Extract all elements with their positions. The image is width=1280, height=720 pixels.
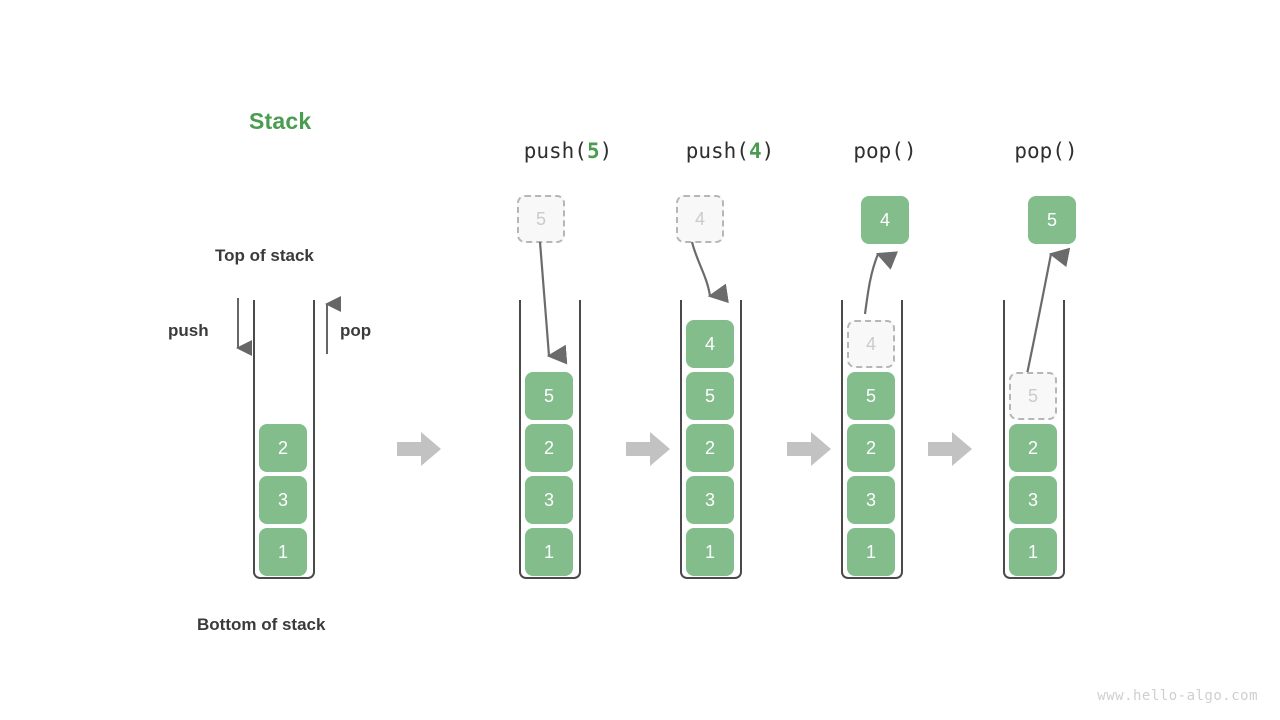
flow-arrow-icon bbox=[928, 432, 972, 466]
op-label-push-5: push(5) bbox=[488, 139, 648, 163]
stack-container bbox=[519, 300, 581, 579]
stack-cell: 2 bbox=[259, 424, 307, 472]
push-motion-arrow bbox=[690, 241, 729, 304]
op-text: pop( bbox=[1014, 139, 1065, 163]
incoming-ghost-cell: 5 bbox=[517, 195, 565, 243]
label-top-of-stack: Top of stack bbox=[215, 246, 314, 265]
stack-cell: 1 bbox=[1009, 528, 1057, 576]
vacated-ghost-cell: 4 bbox=[847, 320, 895, 368]
stack-cell: 3 bbox=[525, 476, 573, 524]
stack-cell: 1 bbox=[847, 528, 895, 576]
popped-cell: 4 bbox=[861, 196, 909, 244]
flow-arrow-icon bbox=[397, 432, 441, 466]
stack-cell: 2 bbox=[525, 424, 573, 472]
stack-cell: 3 bbox=[847, 476, 895, 524]
stack-cell: 4 bbox=[686, 320, 734, 368]
stack-container bbox=[680, 300, 742, 579]
op-text: ) bbox=[903, 139, 917, 163]
stack-cell: 3 bbox=[259, 476, 307, 524]
flow-arrow-icon bbox=[626, 432, 670, 466]
stack-cell: 2 bbox=[1009, 424, 1057, 472]
flow-arrow-icon bbox=[787, 432, 831, 466]
stack-container bbox=[841, 300, 903, 579]
page-title: Stack bbox=[249, 108, 312, 134]
op-text: pop( bbox=[853, 139, 904, 163]
op-text: ) bbox=[761, 139, 775, 163]
stack-cell: 1 bbox=[525, 528, 573, 576]
pop-motion-arrow bbox=[1025, 247, 1071, 375]
popped-cell: 5 bbox=[1028, 196, 1076, 244]
vacated-ghost-cell: 5 bbox=[1009, 372, 1057, 420]
stack-container bbox=[1003, 300, 1065, 579]
label-pop: pop bbox=[340, 321, 372, 340]
stack-cell: 3 bbox=[1009, 476, 1057, 524]
op-arg: 5 bbox=[586, 139, 600, 163]
stack-container bbox=[253, 300, 315, 579]
stack-cell: 5 bbox=[525, 372, 573, 420]
label-bottom-of-stack: Bottom of stack bbox=[197, 615, 326, 634]
op-label-pop-2: pop() bbox=[971, 139, 1121, 163]
op-text: ) bbox=[599, 139, 613, 163]
op-arg: 4 bbox=[748, 139, 762, 163]
op-text: ) bbox=[1064, 139, 1078, 163]
op-text: push( bbox=[523, 139, 587, 163]
stack-cell: 2 bbox=[847, 424, 895, 472]
pop-motion-arrow bbox=[863, 251, 899, 315]
op-label-pop-1: pop() bbox=[810, 139, 960, 163]
stack-cell: 5 bbox=[847, 372, 895, 420]
push-pop-arrows bbox=[236, 296, 341, 356]
stack-cell: 1 bbox=[686, 528, 734, 576]
incoming-ghost-cell: 4 bbox=[676, 195, 724, 243]
watermark: www.hello-algo.com bbox=[1097, 688, 1258, 704]
op-text: push( bbox=[685, 139, 749, 163]
push-motion-arrow bbox=[538, 241, 568, 365]
stack-cell: 3 bbox=[686, 476, 734, 524]
stack-cell: 1 bbox=[259, 528, 307, 576]
stack-cell: 5 bbox=[686, 372, 734, 420]
label-push: push bbox=[168, 321, 209, 340]
op-label-push-4: push(4) bbox=[650, 139, 810, 163]
stack-cell: 2 bbox=[686, 424, 734, 472]
